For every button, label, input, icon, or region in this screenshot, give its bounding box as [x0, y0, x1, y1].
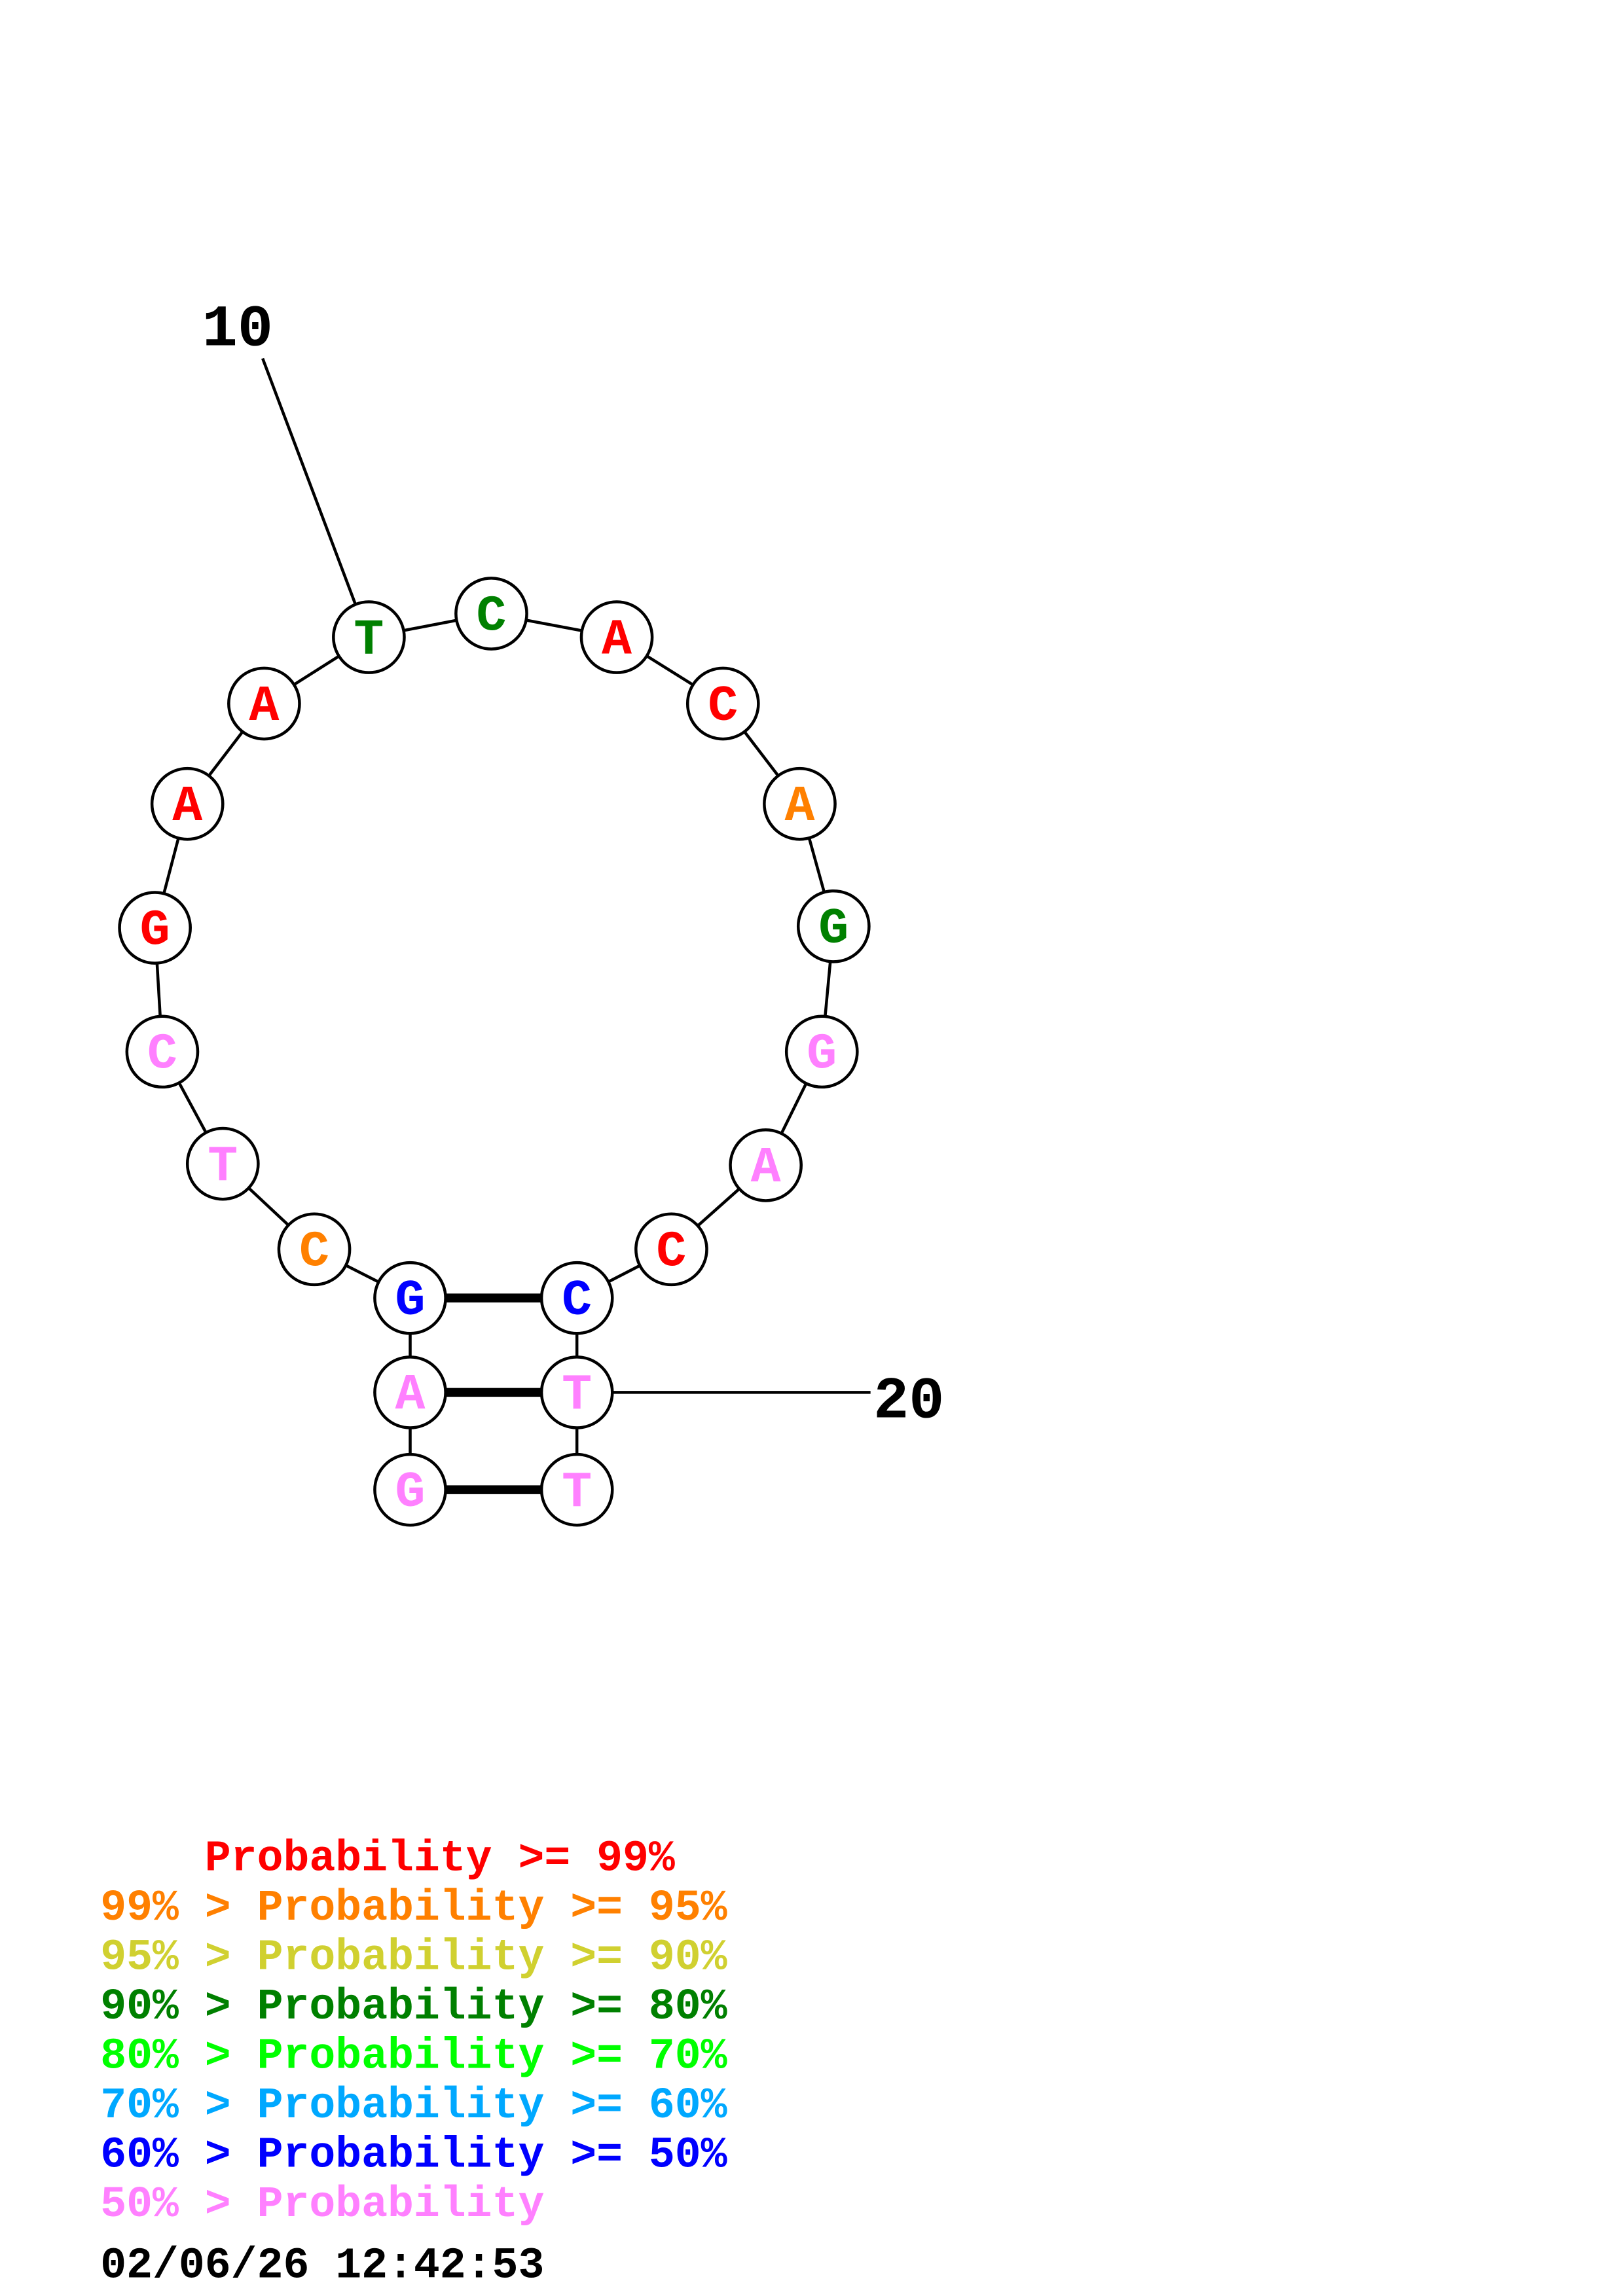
nucleotide-circle — [539, 1355, 614, 1429]
nucleotide-6: C — [125, 1014, 200, 1089]
nucleotide-letter: T — [208, 1139, 238, 1196]
position-10-line — [261, 357, 357, 605]
nucleotide-letter: A — [751, 1140, 781, 1197]
nucleotide-letter: A — [395, 1367, 426, 1424]
nucleotide-circle — [784, 1014, 859, 1089]
nucleotide-letter: C — [562, 1273, 592, 1330]
nucleotide-10: T — [332, 600, 406, 674]
nucleotide-circle — [539, 1261, 614, 1335]
nucleotide-17: A — [729, 1128, 803, 1202]
nucleotide-circle — [277, 1212, 352, 1287]
nucleotide-letter: C — [656, 1225, 686, 1282]
nucleotide-letter: A — [249, 679, 279, 736]
nucleotide-3: G — [373, 1261, 447, 1335]
backbone — [153, 612, 835, 1490]
nucleotide-circle — [729, 1128, 803, 1202]
nucleotide-15: G — [796, 889, 871, 963]
nucleotide-19: C — [539, 1261, 614, 1335]
nucleotide-circle — [227, 666, 301, 741]
nucleotide-circle — [796, 889, 871, 963]
nucleotide-5: T — [185, 1126, 260, 1201]
nucleotide-14: A — [763, 766, 837, 841]
nucleotide-circle — [125, 1014, 200, 1089]
legend-entry: 95% > Probability >= 90% — [100, 1933, 727, 1982]
nucleotide-1: G — [373, 1452, 447, 1527]
nucleotide-letter: C — [476, 588, 506, 645]
legend-entry: 99% > Probability >= 95% — [100, 1884, 727, 1933]
nucleotide-8: A — [150, 766, 225, 841]
nucleotide-letter: G — [395, 1273, 426, 1330]
nucleotide-circle — [373, 1452, 447, 1527]
nucleotide-letter: T — [354, 612, 384, 669]
nucleotide-circle — [185, 1126, 260, 1201]
timestamp: 02/06/26 12:42:53 — [100, 2242, 544, 2291]
nucleotide-20: T — [539, 1355, 614, 1429]
nucleotide-circle — [539, 1452, 614, 1527]
nucleotide-2: A — [373, 1355, 447, 1429]
legend-entry: 60% > Probability >= 50% — [100, 2131, 727, 2180]
nucleotide-11: C — [454, 577, 528, 651]
nucleotide-circle — [454, 577, 528, 651]
position-markers: 10 20 — [202, 296, 945, 1435]
nucleotide-circle — [118, 891, 192, 965]
nucleotide-letter: A — [172, 779, 202, 836]
nucleotide-circle — [373, 1261, 447, 1335]
nucleotide-letter: C — [147, 1027, 177, 1084]
nucleotide-7: G — [118, 891, 192, 965]
nucleotide-letter: C — [708, 679, 738, 736]
probability-legend: Probability >= 99%99% > Probability >= 9… — [100, 1835, 727, 2229]
legend-entry: 80% > Probability >= 70% — [100, 2032, 727, 2081]
nucleotide-letter: T — [562, 1465, 592, 1522]
nucleotide-16: G — [784, 1014, 859, 1089]
nucleotide-circle — [763, 766, 837, 841]
nucleotide-letter: T — [562, 1367, 592, 1424]
nucleotide-circle — [579, 600, 654, 674]
nucleotide-12: A — [579, 600, 654, 674]
position-20-label: 20 — [873, 1369, 944, 1436]
nucleotide-letter: G — [807, 1027, 837, 1084]
nucleotide-18: C — [634, 1212, 708, 1287]
nucleotide-letter: C — [299, 1225, 329, 1282]
nucleotide-13: C — [685, 666, 760, 741]
nucleotide-circle — [634, 1212, 708, 1287]
nucleotide-circle — [373, 1355, 447, 1429]
nucleotide-letter: G — [818, 901, 848, 958]
nucleotide-21: T — [539, 1452, 614, 1527]
legend-entry: 90% > Probability >= 80% — [100, 1982, 727, 2032]
nucleotide-letter: G — [395, 1465, 426, 1522]
nucleotide-4: C — [277, 1212, 352, 1287]
nucleotide-circle — [150, 766, 225, 841]
nucleotide-circle — [685, 666, 760, 741]
nucleotide-circle — [332, 600, 406, 674]
nucleotide-9: A — [227, 666, 301, 741]
legend-entry: 70% > Probability >= 60% — [100, 2081, 727, 2130]
legend-entry: Probability >= 99% — [100, 1835, 675, 1884]
nucleotide-letter: G — [140, 903, 170, 960]
legend-entry: 50% > Probability — [100, 2180, 544, 2229]
nucleotide-letter: A — [784, 779, 814, 836]
position-10-label: 10 — [202, 296, 273, 363]
nucleotide-letter: A — [602, 612, 632, 669]
